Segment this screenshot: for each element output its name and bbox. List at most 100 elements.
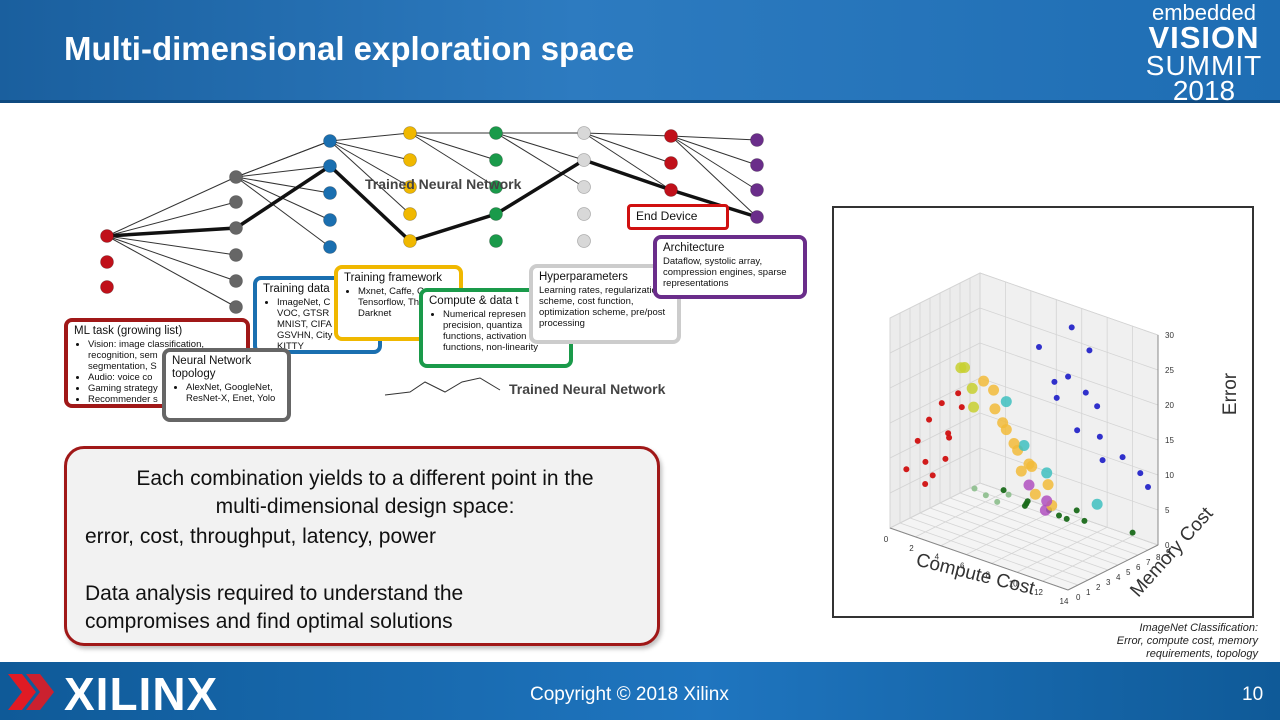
- scatter-point: [978, 375, 990, 387]
- axis-tick-label: 6: [960, 562, 965, 571]
- connector-line: [106, 235, 237, 308]
- scatter-point: [1129, 529, 1136, 536]
- list-item: ImageNet, C: [277, 297, 372, 309]
- scatter-point: [1042, 479, 1054, 491]
- scatter-point: [1063, 515, 1070, 522]
- scatter-point: [938, 400, 945, 407]
- connector-line: [329, 132, 411, 142]
- list-item: Tensorflow, Th: [358, 297, 420, 309]
- scatter-point: [1073, 507, 1080, 514]
- network-node: [323, 159, 337, 173]
- scatter-point: [942, 455, 949, 462]
- network-node: [489, 234, 503, 248]
- scatter-point: [955, 362, 967, 374]
- grid-line: [979, 412, 1159, 476]
- caption-line: requirements, topology: [1146, 648, 1258, 661]
- hyperparameters-line: scheme, cost function,: [539, 296, 634, 308]
- list-item: Recommender s: [88, 394, 240, 404]
- callout-line-2: multi-dimensional design space:: [215, 495, 515, 518]
- grid-line: [889, 377, 981, 424]
- scatter-point: [982, 492, 989, 499]
- network-node: [403, 234, 417, 248]
- page-number: 10: [1242, 684, 1264, 705]
- compute-data-title: Compute & data t: [429, 295, 519, 307]
- connector-line: [235, 176, 331, 248]
- axis-tick-label: 9: [1166, 548, 1171, 557]
- header-stripe: [0, 100, 1280, 103]
- connector-line: [329, 140, 411, 215]
- list-item: Audio: voice co: [88, 372, 240, 384]
- grid-line: [919, 512, 1099, 576]
- grid-line: [991, 518, 1082, 564]
- scatter-point: [1005, 491, 1012, 498]
- logo-line-vision: VISION: [1148, 20, 1260, 55]
- exploration-diagram: [100, 126, 764, 396]
- scatter-point: [1091, 498, 1103, 510]
- scatter-point: [1099, 457, 1106, 464]
- connector-line: [235, 165, 331, 178]
- hyperparameters-line: processing: [539, 317, 585, 329]
- grid-line: [909, 517, 1089, 581]
- list-item: Vision: image classification,: [88, 339, 240, 351]
- slide-footer: [0, 662, 1280, 720]
- scatter-point: [968, 401, 980, 413]
- scatter-point: [1096, 433, 1103, 440]
- network-node: [403, 180, 417, 194]
- scatter-point: [1053, 394, 1060, 401]
- network-node: [489, 126, 503, 140]
- embedded-vision-summit-logo: embedded VISION SUMMIT 2018: [1134, 0, 1274, 105]
- grid-line: [915, 491, 1006, 538]
- grid-line: [979, 447, 1159, 511]
- scatter-point: [1015, 465, 1027, 477]
- list-item: recognition, sem: [88, 350, 158, 362]
- scatter-point: [1036, 344, 1042, 350]
- list-item: Darknet: [358, 308, 392, 320]
- scatter-point: [1000, 487, 1007, 494]
- scatter-point: [1000, 396, 1012, 408]
- architecture-line: compression engines, sparse: [663, 267, 787, 279]
- hyperparameters-title: Hyperparameters: [539, 271, 628, 283]
- connector-line: [106, 235, 237, 282]
- axis-tick-label: 5: [1165, 506, 1170, 515]
- slide-header: [0, 0, 1280, 102]
- scatter-point: [1041, 467, 1053, 479]
- axis-tick-label: 14: [1060, 597, 1069, 606]
- grid-line: [939, 502, 1119, 566]
- network-node: [489, 207, 503, 221]
- connector-line: [495, 132, 585, 161]
- scatter-point: [966, 382, 978, 394]
- grid-line: [889, 307, 981, 354]
- scatter-point: [1065, 373, 1072, 380]
- axis-tick-label: 0: [1076, 593, 1081, 602]
- scatter-point: [945, 430, 952, 437]
- scatter-point: [1024, 498, 1031, 505]
- grid-line: [949, 497, 1129, 561]
- summary-callout: Each combination yields to a different p…: [64, 446, 660, 646]
- scatter-point: [988, 384, 1000, 396]
- axis-tick-label: 8: [1156, 553, 1161, 562]
- trained-network-path: [106, 158, 758, 243]
- axis-tick-label: 2: [909, 544, 914, 553]
- axis-tick-label: 12: [1034, 588, 1043, 597]
- grid-line: [966, 509, 1057, 555]
- scatter-point: [1081, 517, 1088, 524]
- scatter-point: [903, 466, 910, 473]
- topology-box: Neural Network topology AlexNet, GoogleN…: [162, 348, 291, 422]
- list-item: GSVHN, City: [277, 329, 333, 341]
- scatter-point: [1026, 460, 1038, 472]
- network-node: [100, 255, 114, 269]
- plot-caption: ImageNet Classification: Error, compute …: [1080, 622, 1258, 662]
- axis-tick-label: 25: [1165, 366, 1174, 375]
- scatter-point: [1023, 479, 1035, 491]
- scatter-point: [1137, 470, 1144, 477]
- network-node: [664, 129, 678, 143]
- training-data-list: ImageNet, C VOC, GTSR MNIST, CIFA GSVHN,…: [277, 297, 372, 350]
- axis-tick-label: 0: [1165, 541, 1170, 550]
- scatter-point: [1029, 488, 1041, 500]
- axis-tick-label: 2: [1096, 583, 1101, 592]
- network-node: [229, 248, 243, 262]
- network-node: [229, 170, 243, 184]
- trained-network-label-bottom: Trained Neural Network: [509, 381, 666, 397]
- network-node: [229, 195, 243, 209]
